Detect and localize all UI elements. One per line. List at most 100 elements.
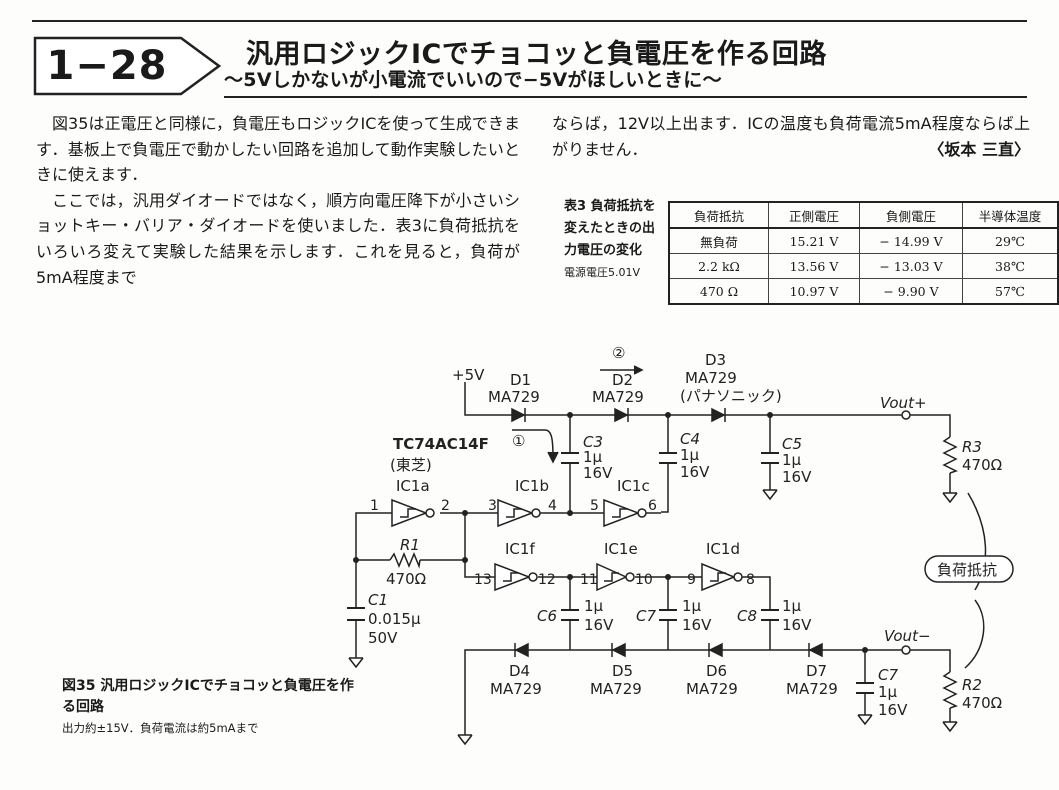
label-c8-val: 1μ	[782, 597, 802, 615]
svg-text:8: 8	[746, 572, 755, 588]
inverter-ic1b	[488, 498, 545, 528]
svg-text:6: 6	[648, 498, 657, 514]
label-d1: D1	[510, 371, 531, 389]
resistor-r3	[942, 436, 958, 474]
label-d6-part: MA729	[686, 680, 738, 698]
table-cell: 10.97 V	[768, 278, 860, 305]
svg-text:11: 11	[580, 572, 598, 588]
label-vout-plus: Vout+	[880, 394, 927, 412]
table-cell: 15.21 V	[768, 227, 860, 254]
table-caption-note: 電源電圧5.01V	[564, 266, 641, 279]
load-label: 負荷抵抗	[937, 561, 997, 579]
label-d5: D5	[612, 662, 633, 680]
label-c3-val: 1μ	[583, 448, 603, 466]
resistors	[389, 436, 958, 709]
table-header-row: 負荷抵抗 正側電圧 負側電圧 半導体温度	[668, 201, 1059, 229]
label-d4: D4	[509, 662, 530, 680]
inverter-ic1a	[382, 498, 435, 528]
ic-maker: (東芝)	[390, 456, 432, 474]
output-terminals	[901, 410, 911, 655]
svg-text:13: 13	[474, 572, 492, 588]
article-title: 汎用ロジックICでチョコッと負電圧を作る回路	[246, 39, 827, 70]
label-ic1d: IC1d	[706, 540, 740, 558]
section-number-badge	[33, 36, 221, 96]
label-r3-val: 470Ω	[962, 456, 1002, 474]
table-cell: 38℃	[962, 253, 1059, 279]
label-c4-v: 16V	[680, 463, 710, 481]
label-c7: C7	[636, 607, 656, 625]
svg-text:9: 9	[687, 572, 696, 588]
author: 〈坂本 三直〉	[928, 139, 1030, 159]
label-c8: C8	[737, 607, 757, 625]
resistor-r2	[942, 671, 958, 709]
table-row: 無負荷 15.21 V − 14.99 V 29℃	[668, 227, 1059, 254]
results-table: 負荷抵抗 正側電圧 負側電圧 半導体温度 無負荷 15.21 V − 14.99…	[668, 201, 1059, 305]
label-c5-val: 1μ	[782, 451, 802, 469]
table-header: 正側電圧	[768, 201, 860, 229]
diode-d6	[708, 642, 723, 658]
svg-text:4: 4	[548, 498, 557, 514]
label-c3: C3	[583, 433, 603, 451]
table-cell: 57℃	[962, 278, 1059, 305]
diode-d7	[808, 642, 823, 658]
inverter-ic1c	[594, 498, 661, 528]
paragraph: ならば，12V以上出ます．ICの温度も負荷電流5mA程度ならば上がりません．	[552, 114, 1030, 159]
table-cell: 2.2 kΩ	[668, 253, 769, 279]
article-subtitle: 〜5Vしかないが小電流でいいので−5Vがほしいときに〜	[224, 69, 722, 91]
label-d3-maker: (パナソニック)	[680, 387, 782, 405]
table-cell: − 13.03 V	[859, 253, 963, 279]
resistor-r1	[389, 552, 421, 569]
diodes	[511, 407, 823, 658]
label-d5-part: MA729	[590, 680, 642, 698]
table-cell: 13.56 V	[768, 253, 860, 279]
table-cell: − 9.90 V	[859, 278, 963, 305]
svg-text:3: 3	[488, 498, 497, 514]
table-caption-title: 表3 負荷抵抗を変えたときの出力電圧の変化	[564, 199, 656, 258]
label-ic1c: IC1c	[617, 477, 650, 495]
label-c6-val: 1μ	[584, 597, 604, 615]
label-c7-val: 1μ	[682, 597, 702, 615]
label-c5: C5	[782, 435, 802, 453]
label-d6: D6	[706, 662, 727, 680]
label-c7b-val: 1μ	[878, 683, 898, 701]
label-c6-v: 16V	[584, 616, 614, 634]
label-c4: C4	[680, 430, 700, 448]
table-row: 470 Ω 10.97 V − 9.90 V 57℃	[668, 278, 1059, 305]
label-ic1a: IC1a	[396, 477, 430, 495]
header-rule	[32, 20, 1027, 22]
current-arrows	[512, 365, 644, 464]
label-r2: R2	[962, 676, 982, 694]
table-header: 半導体温度	[962, 201, 1059, 229]
figure-caption: 図35 汎用ロジックICでチョコッと負電圧を作る回路 出力約±15V．負荷電流は…	[62, 676, 362, 739]
table-header: 負荷抵抗	[668, 201, 769, 229]
paragraph: ここでは，汎用ダイオードではなく，順方向電圧降下が小さいショットキー・バリア・ダ…	[36, 190, 520, 287]
label-ic1b: IC1b	[515, 477, 549, 495]
table-caption: 表3 負荷抵抗を変えたときの出力電圧の変化 電源電圧5.01V	[564, 196, 666, 284]
label-r1-val: 470Ω	[386, 570, 426, 588]
table-row: 2.2 kΩ 13.56 V − 13.03 V 38℃	[668, 253, 1059, 279]
svg-text:1: 1	[370, 498, 379, 514]
supply-label: +5V	[452, 366, 485, 384]
figure-caption-note: 出力約±15V．負荷電流は約5mAまで	[62, 721, 259, 735]
diode-d3	[711, 407, 726, 423]
diode-d2	[614, 407, 629, 423]
label-d7: D7	[806, 662, 827, 680]
label-c1-v: 50V	[368, 629, 398, 647]
label-d3: D3	[705, 351, 726, 369]
svg-text:5: 5	[590, 498, 599, 514]
label-c5-v: 16V	[782, 468, 812, 486]
svg-text:10: 10	[635, 572, 653, 588]
diode-d5	[611, 642, 626, 658]
ic-name: TC74AC14F	[393, 435, 489, 453]
label-c4-val: 1μ	[680, 446, 700, 464]
capacitors	[347, 452, 874, 694]
inverter-ic1e	[594, 562, 635, 592]
label-c6: C6	[537, 607, 557, 625]
label-vout-minus: Vout−	[884, 627, 931, 645]
table-cell: 29℃	[962, 227, 1059, 254]
table-cell: − 14.99 V	[859, 227, 963, 254]
inverter-ic1d	[692, 562, 743, 592]
circuit-schematic: +5V D1 MA729 D2 MA729 ② D3 MA729 (パナソニック…	[347, 344, 1014, 745]
section-number: 1−28	[46, 43, 168, 89]
